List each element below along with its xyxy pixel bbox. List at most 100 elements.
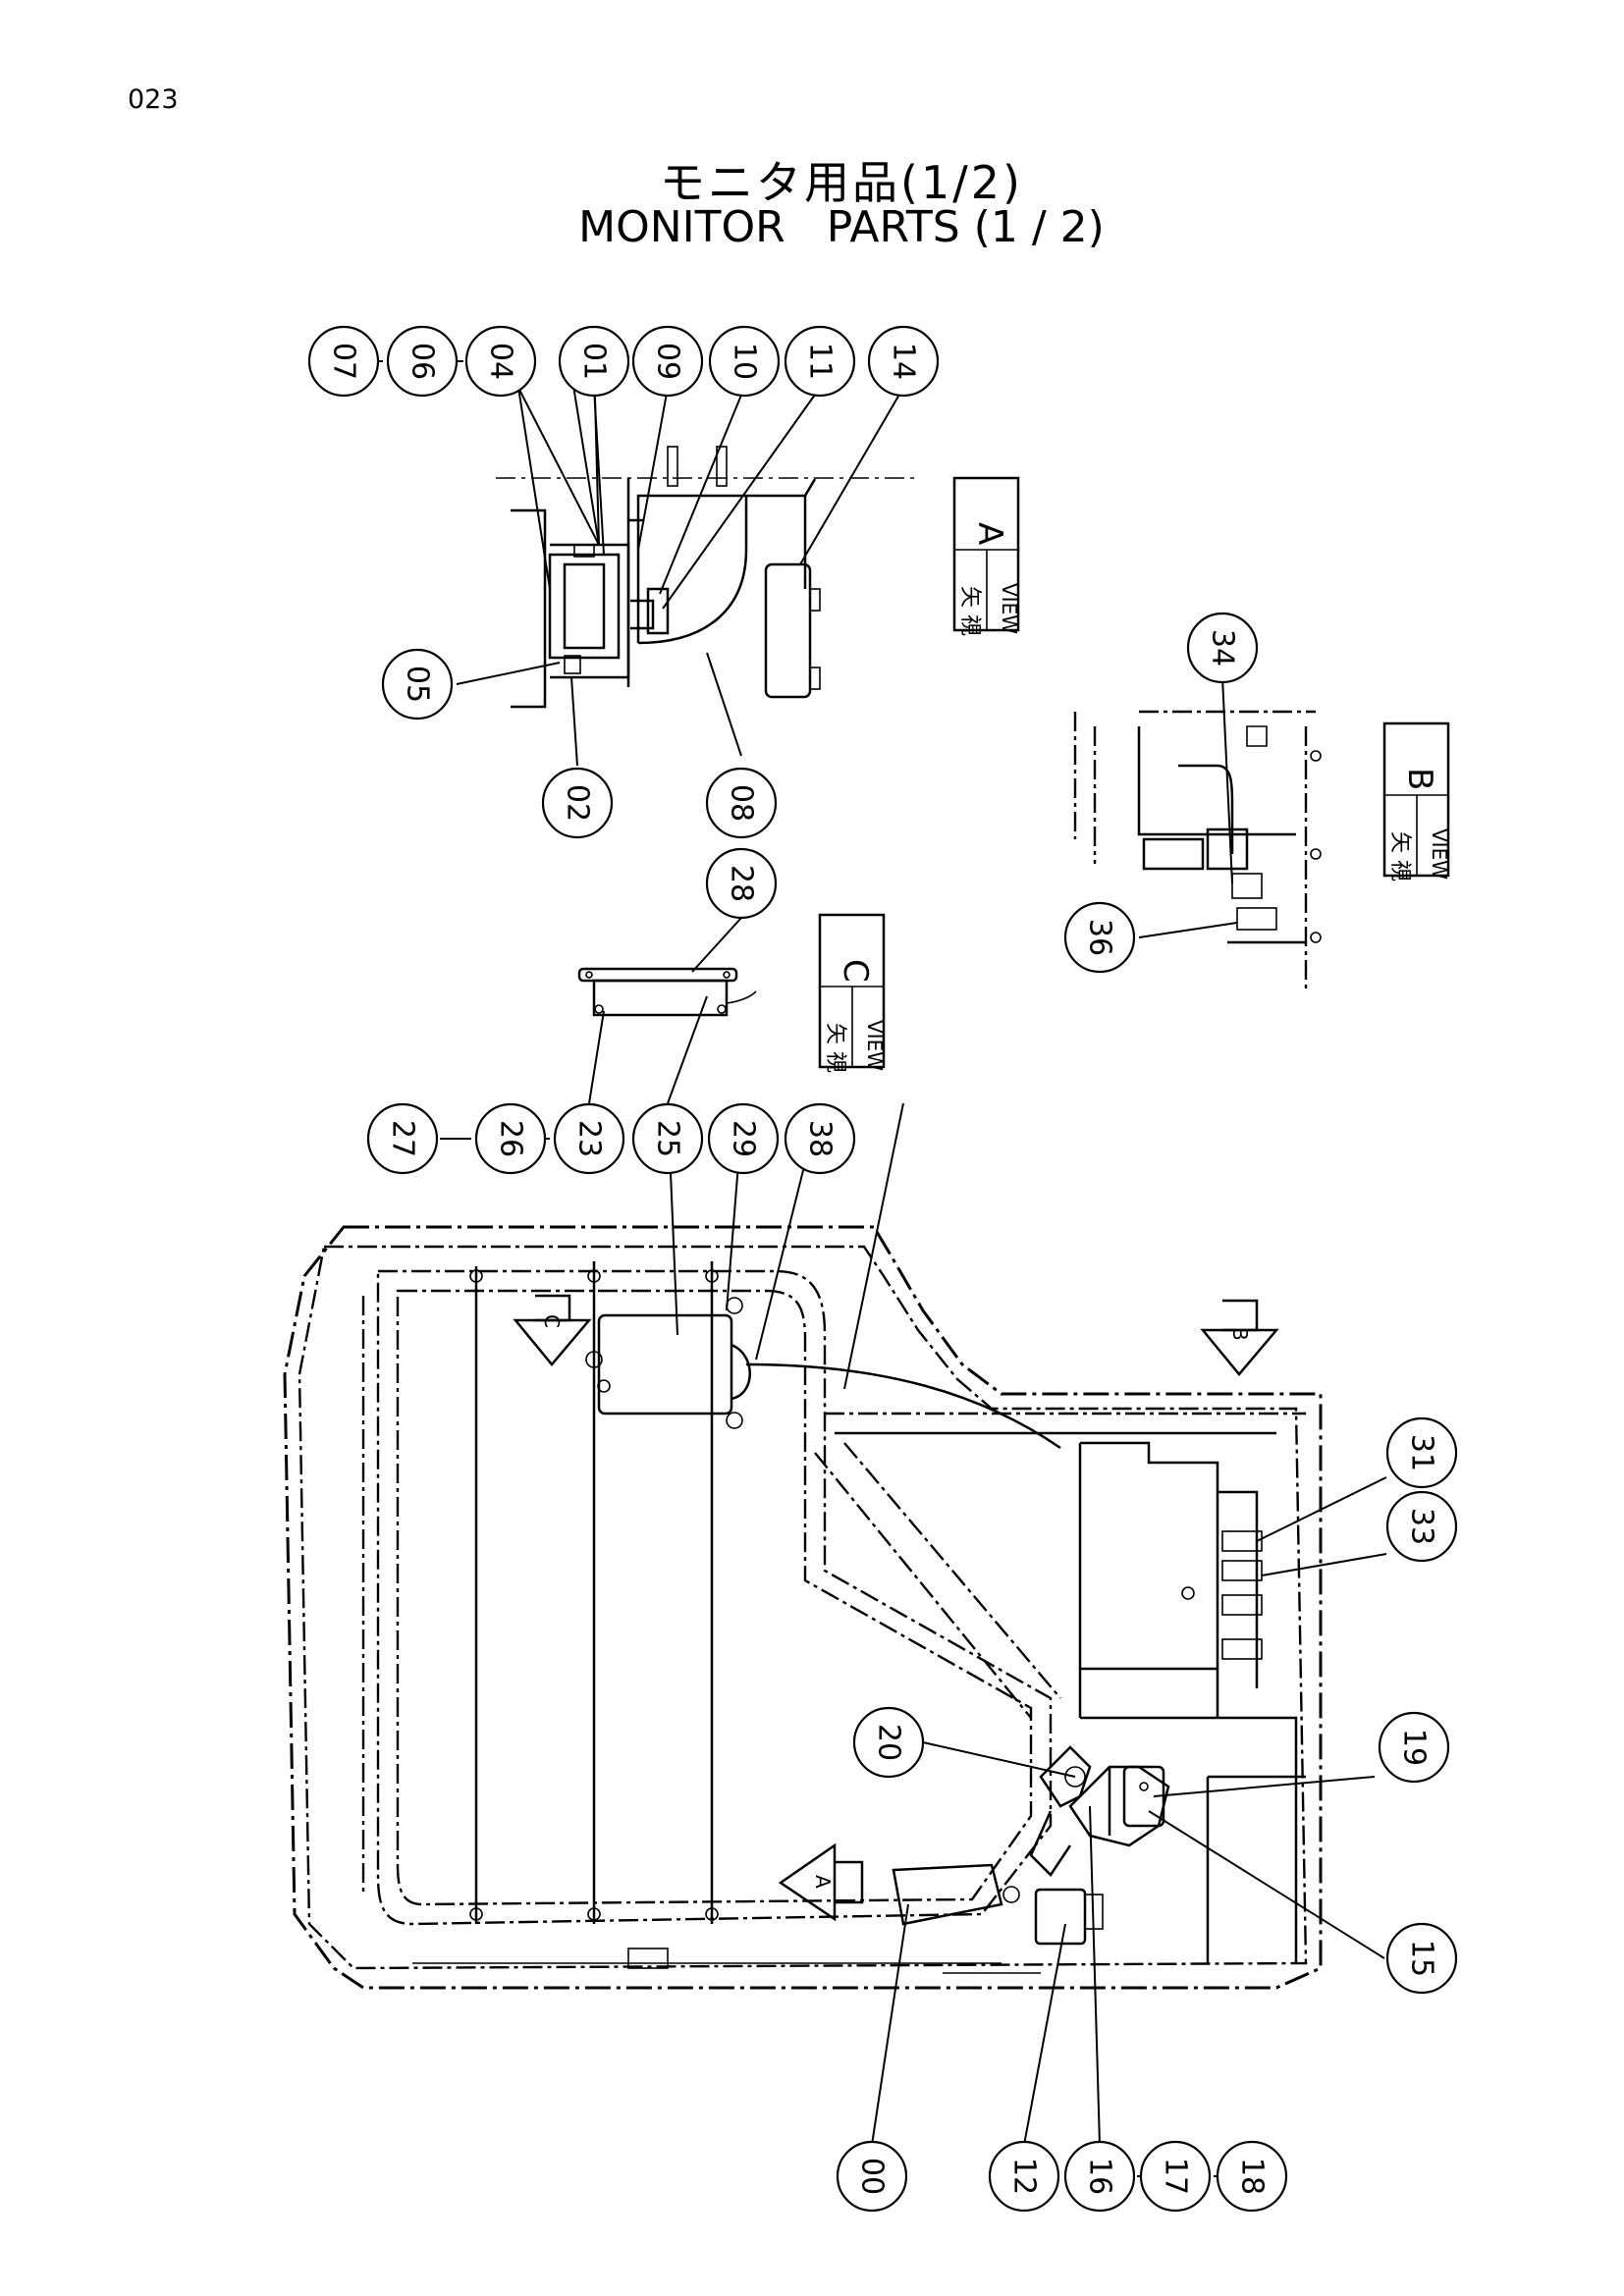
callout-number: 16 — [1083, 2158, 1117, 2195]
direction-arrow-c-label: C — [540, 1314, 564, 1328]
callout-27: 27 — [366, 1102, 439, 1175]
direction-arrow-b: B — [1200, 1299, 1279, 1376]
view-b-jp: 矢 視 — [1387, 831, 1412, 881]
callout-number: 26 — [494, 1120, 528, 1157]
callout-17: 17 — [1139, 2140, 1212, 2213]
callout-23: 23 — [553, 1102, 625, 1175]
callout-circle — [553, 1102, 625, 1175]
view-c-jp: 矢 視 — [823, 1023, 847, 1073]
callout-38: 38 — [784, 1102, 856, 1175]
callout-circle — [1063, 901, 1136, 974]
callout-circle — [705, 767, 778, 839]
callout-circle — [631, 1102, 704, 1175]
callout-number: 11 — [803, 343, 838, 380]
callout-08: 08 — [705, 767, 778, 839]
callout-number: 07 — [327, 343, 361, 380]
view-b-letter: B — [1400, 768, 1439, 790]
callout-number: 01 — [577, 343, 612, 380]
callout-number: 29 — [727, 1120, 761, 1157]
direction-arrow-a-label: A — [811, 1875, 835, 1889]
view-b-en: VIEW — [1428, 828, 1451, 880]
callout-circle — [558, 325, 630, 398]
view-a-detail — [496, 446, 918, 709]
callout-circle — [1139, 2140, 1212, 2213]
callout-circle — [988, 2140, 1060, 2213]
callout-number: 33 — [1405, 1508, 1439, 1545]
callout-number: 31 — [1405, 1434, 1439, 1471]
callout-circle — [1063, 2140, 1136, 2213]
view-b-detail — [1073, 710, 1322, 991]
callout-circle — [381, 648, 454, 721]
callout-circle — [836, 2140, 908, 2213]
callout-circle — [474, 1102, 547, 1175]
callout-00: 00 — [836, 2140, 908, 2213]
callout-circle — [784, 325, 856, 398]
callout-number: 20 — [872, 1724, 906, 1761]
callout-number: 36 — [1083, 919, 1117, 956]
callout-circle — [541, 767, 614, 839]
view-a-jp: 矢 視 — [957, 586, 982, 636]
callout-circle — [631, 325, 704, 398]
view-c-detail — [577, 967, 757, 1017]
callout-circle — [366, 1102, 439, 1175]
callout-circle — [707, 1102, 780, 1175]
main-cab-drawing — [283, 1225, 1323, 1990]
callout-26: 26 — [474, 1102, 547, 1175]
callout-circle — [1385, 1922, 1458, 1995]
callout-number: 19 — [1397, 1729, 1432, 1766]
callout-10: 10 — [708, 325, 781, 398]
direction-arrow-c: C — [513, 1294, 592, 1366]
callout-07: 07 — [307, 325, 380, 398]
callout-06: 06 — [386, 325, 459, 398]
callout-circle — [705, 847, 778, 920]
direction-arrow-a: A — [778, 1842, 864, 1922]
callout-circle — [784, 1102, 856, 1175]
callout-number: 12 — [1007, 2158, 1042, 2195]
title-japanese: モニタ用品(1/2) — [660, 156, 1023, 209]
callout-01: 01 — [558, 325, 630, 398]
callout-33: 33 — [1385, 1490, 1458, 1563]
callout-18: 18 — [1216, 2140, 1288, 2213]
callout-circle — [386, 325, 459, 398]
callout-circle — [1186, 612, 1259, 684]
callout-circle — [1385, 1490, 1458, 1563]
callout-14: 14 — [867, 325, 940, 398]
callout-circle — [867, 325, 940, 398]
view-c-label: C 矢 視 VIEW — [818, 913, 887, 1073]
callout-05: 05 — [381, 648, 454, 721]
view-a-label: A 矢 視 VIEW — [952, 476, 1021, 636]
callout-31: 31 — [1385, 1416, 1458, 1489]
callout-12: 12 — [988, 2140, 1060, 2213]
view-c-en: VIEW — [863, 1020, 887, 1071]
callout-number: 00 — [855, 2158, 890, 2195]
page-number: 023 — [128, 84, 179, 115]
callout-number: 25 — [651, 1120, 685, 1157]
callout-number: 23 — [572, 1120, 607, 1157]
view-b-label: B 矢 視 VIEW — [1382, 721, 1451, 881]
callout-16: 16 — [1063, 2140, 1136, 2213]
callout-number: 08 — [725, 784, 759, 822]
view-a-en: VIEW — [998, 583, 1021, 634]
callout-number: 34 — [1206, 629, 1240, 667]
callout-09: 09 — [631, 325, 704, 398]
callout-15: 15 — [1385, 1922, 1458, 1995]
callout-04: 04 — [464, 325, 537, 398]
callout-number: 28 — [725, 865, 759, 902]
view-a-letter: A — [970, 522, 1009, 545]
callout-circle — [464, 325, 537, 398]
callout-19: 19 — [1378, 1711, 1450, 1784]
callout-circle — [1216, 2140, 1288, 2213]
callout-29: 29 — [707, 1102, 780, 1175]
callout-36: 36 — [1063, 901, 1136, 974]
callout-number: 27 — [386, 1120, 420, 1157]
callout-34: 34 — [1186, 612, 1259, 684]
callout-28: 28 — [705, 847, 778, 920]
callout-number: 05 — [401, 666, 435, 703]
callout-number: 10 — [728, 343, 762, 380]
callout-circle — [307, 325, 380, 398]
callout-number: 17 — [1159, 2158, 1193, 2195]
view-c-letter: C — [836, 959, 875, 983]
direction-arrow-b-label: B — [1228, 1327, 1252, 1341]
